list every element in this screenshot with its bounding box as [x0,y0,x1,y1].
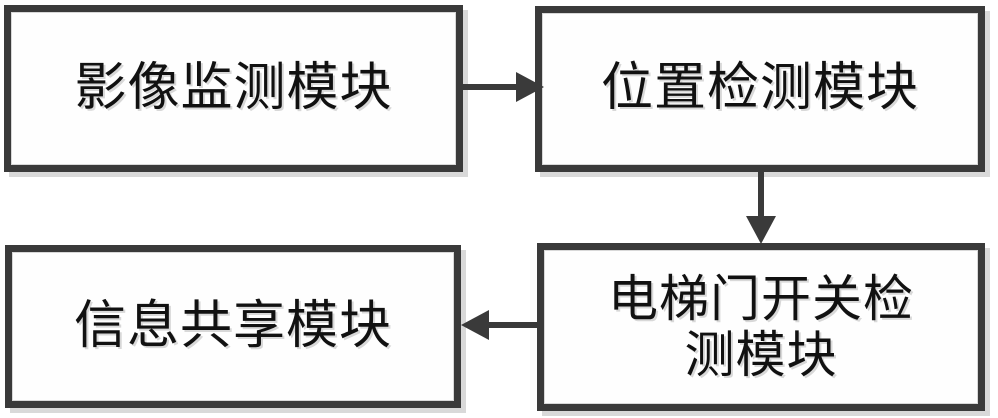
connector-line-horizontal [463,84,525,90]
node-image-monitor-label: 影像监测模块 [74,57,393,118]
node-position-detect-label: 位置检测模块 [600,58,919,119]
arrow-left-icon [461,310,489,340]
arrow-down-icon [746,216,776,244]
connector-line-vertical [758,172,764,230]
node-info-share-label: 信息共享模块 [73,295,392,356]
node-image-monitor-inner: 影像监测模块 [11,12,456,165]
node-position-detect-inner: 位置检测模块 [542,13,978,165]
node-image-monitor[interactable]: 影像监测模块 [4,5,463,172]
node-door-switch[interactable]: 电梯门开关检 测模块 [537,243,985,411]
connector-line-horizontal [470,322,538,328]
arrow-right-icon [516,72,544,102]
node-door-switch-inner: 电梯门开关检 测模块 [544,250,978,404]
node-door-switch-label: 电梯门开关检 测模块 [608,270,914,384]
node-info-share-inner: 信息共享模块 [12,252,454,401]
node-position-detect[interactable]: 位置检测模块 [535,6,985,172]
node-info-share[interactable]: 信息共享模块 [5,245,461,408]
